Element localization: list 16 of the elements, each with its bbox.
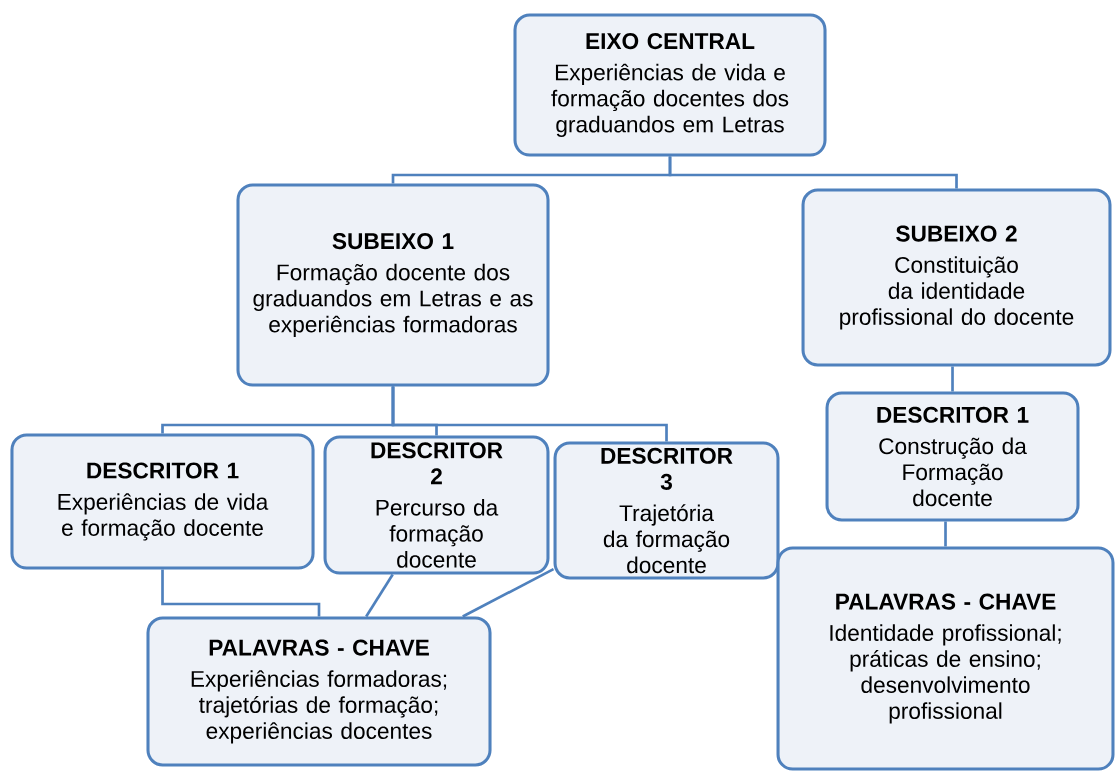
concept-box: SUBEIXO 1 Formação docente dos graduandos em Letras e as experiências formadoras (236, 183, 550, 387)
connector-line (391, 386, 668, 442)
connector-line (365, 573, 394, 618)
concept-box: PALAVRAS - CHAVE Experiências formadoras; trajetórias de formação; experiências docentes (146, 616, 492, 767)
connector-line (944, 521, 947, 547)
concept-box: SUBEIXO 2 Constituição da identidade profissional do docente (801, 188, 1112, 367)
concept-box: EIXO CENTRAL Experiências de vida e formação docentes dos graduandos em Letras (513, 13, 827, 157)
concept-box: DESCRITOR 1 Construção da Formação docente (825, 391, 1080, 522)
connector-line (668, 156, 958, 189)
connector-line (462, 568, 555, 618)
connector-line (951, 366, 954, 392)
connector-line (161, 569, 321, 617)
concept-box: PALAVRAS - CHAVE Identidade profissional; práticas de ensino; desenvolvimento profissional (776, 546, 1115, 771)
concept-box: DESCRITOR 1 Experiências de vida e formação docente (10, 433, 315, 570)
concept-box: DESCRITOR 2 Percurso da formação docente (323, 435, 550, 575)
concept-box: DESCRITOR 3 Trajetória da formação docente (553, 441, 780, 580)
